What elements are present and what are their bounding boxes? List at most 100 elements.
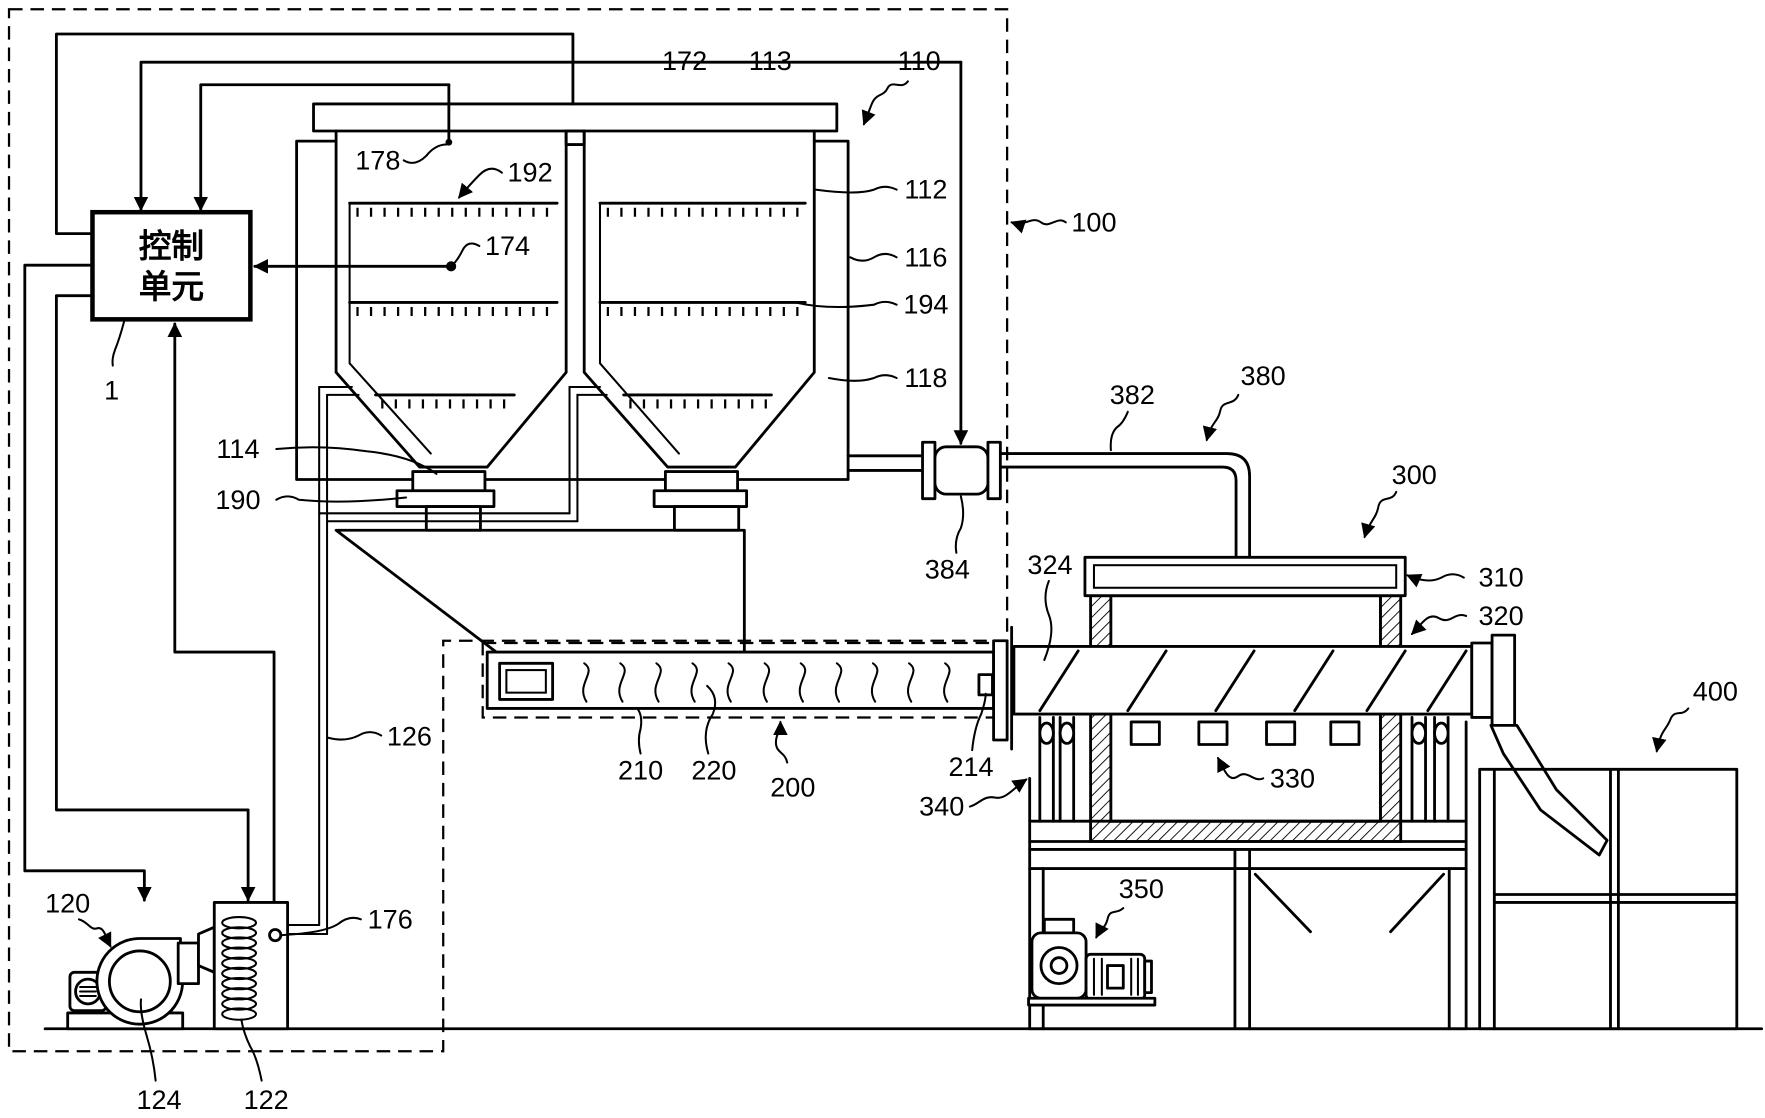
label-350: 350 — [1119, 874, 1164, 904]
heater-coil-turn — [221, 916, 258, 930]
leader-380 — [1202, 393, 1240, 442]
control-unit-text-line2: 单元 — [139, 268, 204, 305]
screw-flight — [762, 662, 771, 703]
label-113: 113 — [749, 46, 792, 76]
leader-324 — [1043, 579, 1053, 661]
tank-left-inner — [348, 202, 432, 455]
outlet-right — [663, 470, 739, 493]
collection-container-400 — [1478, 767, 1739, 1031]
screw-flight — [582, 662, 590, 703]
screw-flight — [726, 662, 735, 703]
heater-coil-turn — [221, 946, 258, 960]
heater-coil-turn — [221, 976, 258, 991]
screw-flight — [798, 662, 807, 703]
label-1: 1 — [104, 375, 119, 405]
tube-flight — [1426, 649, 1468, 713]
reference-numerals: 172 113 110 178 192 112 100 174 116 194 … — [45, 46, 1738, 1115]
label-194: 194 — [903, 290, 948, 320]
hopper-assembly — [295, 102, 850, 936]
heater-coil-turn — [221, 966, 258, 981]
leader-194 — [794, 300, 898, 309]
leader-350 — [1095, 907, 1125, 939]
heater-block-330-4 — [1329, 720, 1361, 746]
tube-flight — [1126, 649, 1168, 713]
label-112: 112 — [904, 175, 947, 205]
screw-flight — [834, 662, 843, 703]
leader-340 — [968, 778, 1028, 808]
container-grid — [1492, 767, 1739, 1031]
motor-base — [1027, 996, 1157, 1007]
label-120: 120 — [45, 889, 90, 919]
screw-conveyor-200 — [334, 528, 1014, 751]
air-pipe-left-branch — [318, 385, 360, 396]
leader-330 — [1217, 756, 1265, 781]
heater-block-330-1 — [1129, 720, 1161, 746]
heater-coil-turn — [221, 1007, 258, 1021]
control-unit: 控制 单元 — [90, 209, 253, 322]
system-boundary-100 — [7, 8, 1009, 1053]
support-340-right-joint2 — [1433, 721, 1450, 745]
valve-384 — [933, 445, 990, 496]
outer-frame-116 — [295, 139, 850, 481]
leader-112 — [814, 185, 898, 194]
support-340-left — [1038, 716, 1076, 823]
support-340-posts — [1028, 720, 1468, 823]
heater-block-330-3 — [1265, 720, 1297, 746]
motor-terminal — [1106, 964, 1125, 990]
tank-right — [582, 129, 816, 469]
control-unit-box — [90, 209, 253, 322]
valve-flange-left — [921, 440, 937, 501]
air-pipe-middle — [568, 385, 608, 523]
connecting-flange — [992, 639, 1009, 742]
screw-flights-220 — [582, 662, 951, 703]
tank-joint — [564, 129, 586, 146]
tank-right-inner — [598, 202, 680, 455]
label-200: 200 — [770, 772, 815, 802]
leader-200 — [773, 720, 789, 764]
support-340-left-joint2 — [1058, 721, 1076, 745]
label-176: 176 — [368, 904, 413, 934]
gear-hub — [1049, 956, 1069, 975]
control-unit-text-line1: 控制 — [139, 227, 204, 264]
wire-top-loop — [54, 32, 575, 236]
heater-block-330-2 — [1197, 720, 1229, 746]
leader-210 — [636, 707, 643, 755]
motor-fins — [1092, 957, 1139, 996]
label-110: 110 — [898, 46, 941, 76]
heater-coil-turn — [221, 936, 258, 950]
label-330: 330 — [1270, 763, 1315, 793]
tube-end-plate — [1490, 633, 1517, 727]
heater-coil — [221, 916, 258, 1021]
label-122: 122 — [244, 1085, 289, 1115]
label-116: 116 — [904, 242, 947, 272]
label-172: 172 — [662, 46, 707, 76]
leader-176 — [280, 916, 362, 937]
tank-left — [334, 129, 568, 469]
gear-reducer-top — [1042, 917, 1076, 935]
neck-left — [424, 505, 482, 532]
wire-to-heater — [54, 294, 256, 902]
screw-flight — [943, 662, 951, 703]
blower-shaft-box — [176, 941, 200, 986]
screw-flight — [618, 662, 626, 703]
leader-320 — [1410, 614, 1468, 636]
heater-122 — [212, 901, 329, 1031]
leader-114 — [275, 446, 438, 475]
conveyor-end-214 — [977, 673, 994, 697]
leader-122 — [240, 1018, 263, 1082]
blower-motor-lines — [79, 985, 97, 998]
label-114: 114 — [216, 434, 259, 464]
valve-flange-right — [986, 440, 1002, 501]
leader-1 — [111, 320, 126, 367]
leader-214 — [971, 692, 987, 752]
leader-174 — [452, 242, 481, 266]
air-pipe-horizontal — [318, 512, 579, 523]
container-outline — [1478, 767, 1739, 1031]
heater-coil-turn — [221, 926, 258, 940]
label-384: 384 — [925, 555, 970, 585]
leader-lines — [77, 80, 1690, 1082]
leader-120 — [77, 918, 112, 948]
label-400: 400 — [1693, 677, 1738, 707]
label-174: 174 — [485, 231, 530, 261]
